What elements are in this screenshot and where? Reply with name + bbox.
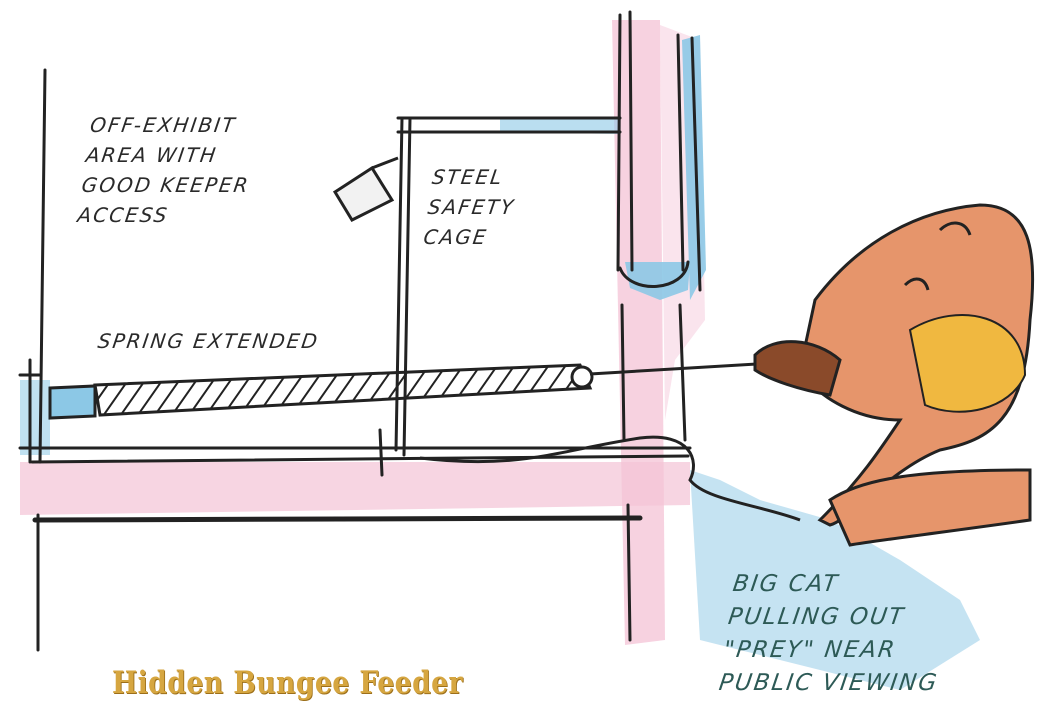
padlock-icon (335, 158, 398, 220)
steel-cage-line-1: STEEL (430, 162, 521, 192)
off-exhibit-label: OFF-EXHIBIT AREA WITH GOOD KEEPER ACCESS (76, 110, 261, 230)
big-cat-label: BIG CAT PULLING OUT "PREY" NEAR PUBLIC V… (717, 568, 955, 700)
big-cat-line-2: PULLING OUT (726, 601, 950, 634)
off-exhibit-line-4: ACCESS (76, 200, 248, 230)
steel-cage-line-3: CAGE (422, 222, 513, 252)
off-exhibit-line-3: GOOD KEEPER (80, 170, 252, 200)
big-cat-line-3: "PREY" NEAR (721, 634, 945, 667)
spring-label: SPRING EXTENDED (96, 326, 321, 356)
big-cat-line-4: PUBLIC VIEWING (717, 667, 941, 700)
off-exhibit-line-1: OFF-EXHIBIT (88, 110, 260, 140)
spring-extended (50, 365, 592, 418)
big-cat-illustration (755, 205, 1033, 545)
steel-cage-label: STEEL SAFETY CAGE (422, 162, 522, 252)
off-exhibit-line-2: AREA WITH (84, 140, 256, 170)
spring-label-text: SPRING EXTENDED (96, 326, 321, 356)
big-cat-line-1: BIG CAT (731, 568, 955, 601)
diagram-title: Hidden Bungee Feeder (112, 665, 463, 701)
steel-cage-line-2: SAFETY (426, 192, 517, 222)
